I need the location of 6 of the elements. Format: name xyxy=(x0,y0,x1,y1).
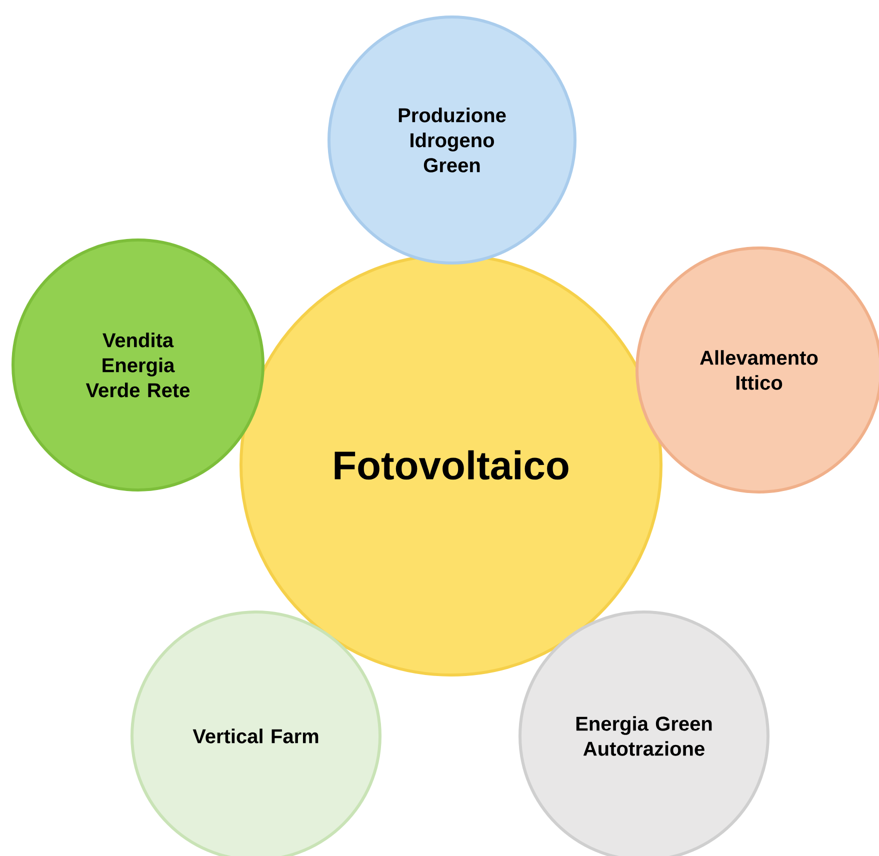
circle-node: Allevamento Ittico xyxy=(636,246,879,494)
circle-node: Produzione Idrogeno Green xyxy=(328,16,576,264)
circle-node: Energia Green Autotrazione xyxy=(518,610,770,856)
circle-node: Fotovoltaico xyxy=(240,254,662,676)
circle-node: Vertical Farm xyxy=(130,610,382,856)
circle-node: Vendita Energia Verde Rete xyxy=(12,238,264,492)
